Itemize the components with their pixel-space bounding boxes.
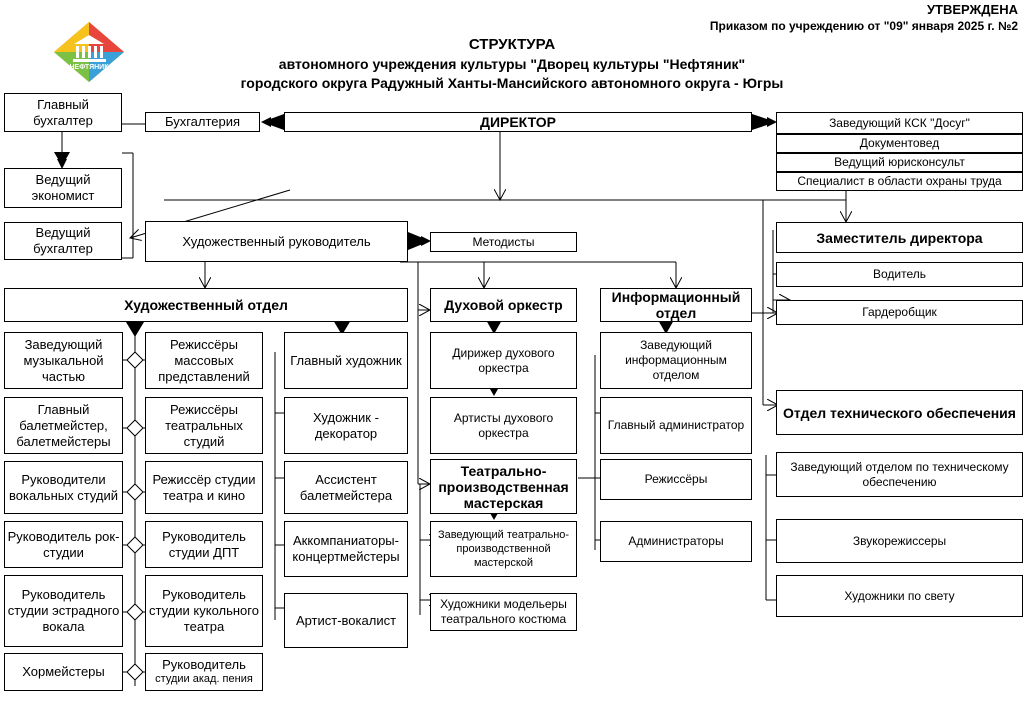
- info-head-box: Заведующий информационным отделом: [600, 332, 752, 389]
- brass-orchestra-box: Духовой оркестр: [430, 288, 577, 322]
- music-head-box: Заведующий музыкальной частью: [4, 332, 123, 389]
- choirmasters-box: Хормейстеры: [4, 653, 123, 691]
- dpt-head-box: Руководитель студии ДПТ: [145, 521, 263, 568]
- light-artists-box: Художники по свету: [776, 575, 1023, 617]
- lead-lawyer-box: Ведущий юрисконсульт: [776, 153, 1023, 172]
- tech-head-box: Заведующий отделом по техническому обесп…: [776, 452, 1023, 497]
- academic-vocal-box: Руководитель студии акад. пения: [145, 653, 263, 691]
- approval-title: УТВЕРЖДЕНА: [926, 2, 1018, 17]
- rock-head-box: Руководитель рок-студии: [4, 521, 123, 568]
- vocal-heads-box: Руководители вокальных студий: [4, 461, 123, 514]
- art-department-box: Художественный отдел: [4, 288, 408, 322]
- film-director-box: Режиссёр студии театра и кино: [145, 461, 263, 514]
- theatre-workshop-box: Театрально-производственная мастерская: [430, 459, 577, 514]
- academic-vocal-sub: студии акад. пения: [155, 673, 253, 685]
- chief-accountant-box: Главный бухгалтер: [4, 93, 122, 132]
- accompanists-box: Аккомпаниаторы-концертмейстеры: [284, 521, 408, 577]
- lead-accountant-box: Ведущий бухгалтер: [4, 222, 122, 260]
- director-box: ДИРЕКТОР: [284, 112, 752, 132]
- ksk-head-box: Заведующий КСК "Досуг": [776, 112, 1023, 134]
- theatre-directors-box: Режиссёры театральных студий: [145, 397, 263, 454]
- orchestra-artists-box: Артисты духового оркестра: [430, 397, 577, 454]
- palace-logo-icon: [54, 22, 124, 82]
- logo: НЕФТЯНИК: [50, 22, 128, 84]
- pop-vocal-head-box: Руководитель студии эстрадного вокала: [4, 575, 123, 647]
- doc-manager-box: Документовед: [776, 134, 1023, 153]
- sound-engineers-box: Звукорежиссеры: [776, 519, 1023, 563]
- cloakroom-box: Гардеробщик: [776, 300, 1023, 325]
- safety-specialist-box: Специалист в области охраны труда: [776, 172, 1023, 191]
- info-department-box: Информационный отдел: [600, 288, 752, 322]
- chief-artist-box: Главный художник: [284, 332, 408, 389]
- ballet-assistant-box: Ассистент балетмейстера: [284, 461, 408, 514]
- lead-economist-box: Ведущий экономист: [4, 168, 122, 208]
- vocalist-box: Артист-вокалист: [284, 593, 408, 648]
- orchestra-conductor-box: Дирижер духового оркестра: [430, 332, 577, 389]
- approval-order: Приказом по учреждению от "09" января 20…: [709, 19, 1018, 33]
- title-line-3: городского округа Радужный Ханты-Мансийс…: [240, 75, 784, 91]
- ballet-masters-box: Главный балетмейстер, балетмейстеры: [4, 397, 123, 454]
- directors-box: Режиссёры: [600, 459, 752, 500]
- driver-box: Водитель: [776, 262, 1023, 287]
- decorator-box: Художник - декоратор: [284, 397, 408, 454]
- accounting-box: Бухгалтерия: [145, 112, 260, 132]
- administrators-box: Администраторы: [600, 521, 752, 562]
- chief-admin-box: Главный администратор: [600, 397, 752, 454]
- methodists-box: Методисты: [430, 232, 577, 252]
- tech-department-box: Отдел технического обеспечения: [776, 390, 1023, 435]
- title-line-1: СТРУКТУРА: [468, 36, 556, 53]
- art-director-box: Художественный руководитель: [145, 221, 408, 262]
- mass-directors-box: Режиссёры массовых представлений: [145, 332, 263, 389]
- academic-vocal-title: Руководитель: [162, 657, 246, 672]
- logo-text: НЕФТЯНИК: [69, 64, 109, 71]
- workshop-head-box: Заведующий театрально-производственной м…: [430, 521, 577, 577]
- puppet-head-box: Руководитель студии кукольного театра: [145, 575, 263, 647]
- title-line-2: автономного учреждения культуры "Дворец …: [278, 56, 746, 72]
- deputy-director-box: Заместитель директора: [776, 222, 1023, 253]
- costume-designers-box: Художники модельеры театрального костюма: [430, 593, 577, 631]
